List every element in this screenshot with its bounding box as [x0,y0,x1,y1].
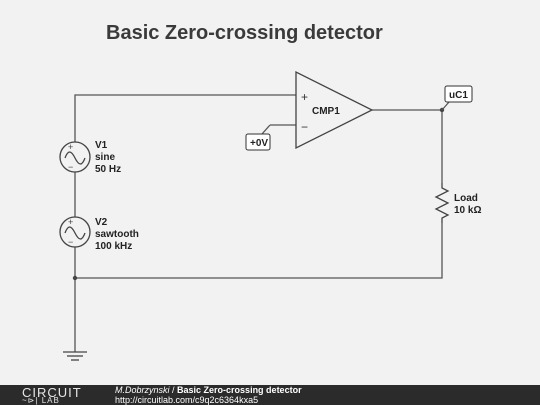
cmp-minus-sign: − [301,120,308,134]
svg-text:−: − [68,162,73,172]
circuitlab-logo[interactable]: CIRCUIT [22,385,82,400]
credit-block: M.Dobrzynski / Basic Zero-crossing detec… [115,385,302,405]
wire-plus-input [74,94,296,142]
circuit-url[interactable]: http://circuitlab.com/c9q2c6364kxa5 [115,395,259,405]
svg-text:−: − [68,237,73,247]
diagram-title: Basic Zero-crossing detector [106,22,383,44]
svg-text:+: + [68,217,73,227]
ref-voltage-tag[interactable]: +0V [245,124,271,151]
wires [74,94,443,352]
junction-dot [72,275,78,281]
load-name: Load [454,193,478,204]
v2-value: 100 kHz [95,241,132,252]
author-name: M.Dobrzynski [115,385,170,395]
v1-name: V1 [95,140,108,151]
cmp-name: CMP1 [312,106,340,117]
comparator-cmp1[interactable] [295,70,374,150]
schematic-canvas: Basic Zero-crossing detector + [0,0,540,385]
v2-name: V2 [95,217,108,228]
svg-text:+: + [68,142,73,152]
v2-source[interactable]: + − [59,216,91,248]
wire-bottom-rail [75,223,443,279]
circuitlab-logo-sub: ~⊳| LAB [22,396,60,405]
ground-icon [63,351,87,361]
footer-bar: CIRCUIT ~⊳| LAB M.Dobrzynski / Basic Zer… [0,385,540,405]
ref-voltage-label: +0V [250,138,268,149]
v2-type: sawtooth [95,229,139,240]
resistor-icon: ~⊳| [22,396,39,405]
logo-lab-text: LAB [41,396,60,405]
load-value: 10 kΩ [454,205,481,216]
v1-source[interactable]: + − [59,141,91,173]
cmp-plus-sign: + [301,90,308,104]
v1-type: sine [95,152,115,163]
credit-title: Basic Zero-crossing detector [177,385,302,395]
load-resistor[interactable] [434,183,450,223]
schematic-diagram: Basic Zero-crossing detector + [59,22,481,361]
credit-separator: / [169,385,178,395]
output-probe-tag[interactable]: uC1 [441,85,473,111]
output-probe-label: uC1 [449,90,468,101]
v1-value: 50 Hz [95,164,121,175]
